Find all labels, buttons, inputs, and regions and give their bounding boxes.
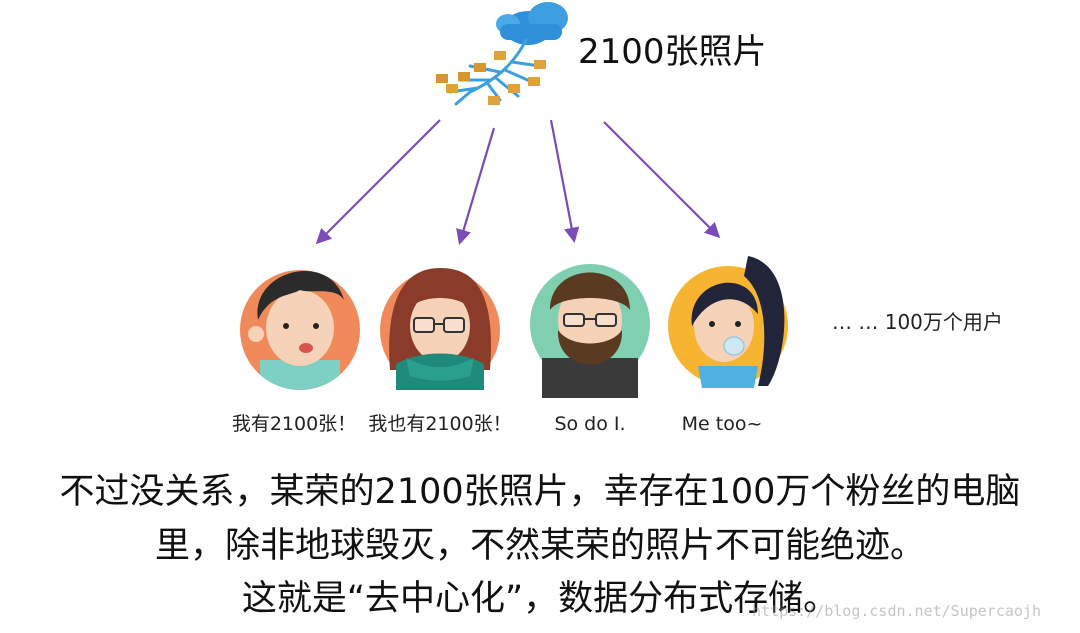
cloud-icon	[496, 2, 568, 45]
watermark: https://blog.csdn.net/Supercaojh	[752, 602, 1041, 620]
user-3-caption: So do I.	[554, 413, 626, 435]
user-4-caption: Me too~	[681, 413, 763, 435]
arrow-to-user-1	[315, 119, 441, 245]
folder-icons	[436, 51, 546, 105]
avatar-bearded-man	[530, 264, 650, 398]
body-line-3: 这就是“去中心化”，数据分布式存储。	[241, 579, 839, 619]
arrow-to-user-2	[456, 127, 496, 245]
user-1-caption: 我有2100张！	[231, 413, 357, 435]
user-2-caption: 我也有2100张！	[368, 413, 512, 435]
distribution-arrows	[315, 119, 721, 245]
body-line-1: 不过没关系，某荣的2100张照片，幸存在100万个粉丝的电脑	[59, 472, 1021, 512]
cloud-network-icon	[436, 2, 568, 106]
avatar-woman-ponytail	[668, 256, 788, 388]
photo-count-label: 2100张照片	[578, 32, 767, 72]
body-line-2: 里，除非地球毁灭，不然某荣的照片不可能绝迹。	[154, 526, 925, 566]
arrow-to-user-3	[549, 119, 580, 244]
avatar-woman-glasses	[380, 268, 500, 390]
arrow-to-user-4	[603, 121, 721, 239]
more-users-label: … … 100万个用户	[832, 310, 1003, 334]
avatar-boy	[240, 270, 360, 390]
